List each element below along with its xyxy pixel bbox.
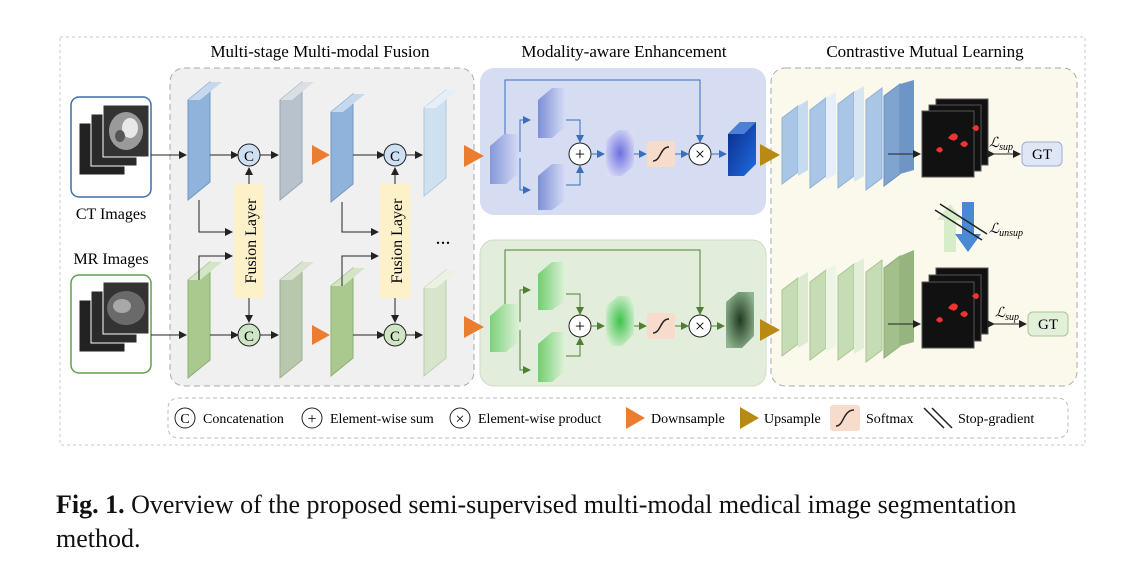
enhance-ct-summed-block	[606, 130, 634, 176]
product-op-mr-label: ×	[695, 316, 705, 336]
mr-image-stack	[70, 274, 152, 374]
softmax-icon	[835, 409, 855, 427]
enhance-mr-input-block	[490, 304, 520, 352]
sup-loss-top-label: ℒsup	[989, 136, 1013, 153]
gt-box-bottom	[1027, 311, 1069, 337]
legend-concat-symbol: C	[180, 412, 189, 427]
mr-segmentation-output	[921, 267, 989, 349]
legend-stop-gradient-label: Stop-gradient	[958, 412, 1034, 427]
mr-decoder-stack	[781, 250, 914, 363]
upsample-mr	[760, 319, 780, 341]
overview-diagram: Multi-stage Multi-modal Fusion Modality-…	[59, 36, 1086, 446]
downsample-ct-1	[312, 145, 330, 165]
unsup-loss-label: ℒunsup	[989, 222, 1023, 239]
enhance-ct-output-block	[728, 122, 756, 176]
upsample-ct	[760, 144, 780, 166]
section-title-enhancement: Modality-aware Enhancement	[521, 42, 727, 61]
figure-caption: Fig. 1. Overview of the proposed semi-su…	[56, 488, 1096, 556]
enhance-mr-branch-top	[538, 262, 566, 310]
softmax-ct-icon	[652, 146, 670, 162]
downsample-mr-1	[312, 325, 330, 345]
stop-gradient-arrows	[934, 202, 988, 252]
enhance-ct-branch-top	[538, 88, 566, 138]
caption-label: Fig. 1.	[56, 490, 125, 519]
legend-sum-symbol: +	[307, 411, 316, 428]
gt-bottom-label: GT	[1038, 317, 1058, 333]
ct-decoder-stack	[781, 80, 914, 191]
ct-feature-block-2	[330, 92, 365, 204]
legend-softmax-label: Softmax	[866, 412, 913, 427]
mr-feature-block-1	[187, 260, 222, 380]
legend-upsample-label: Upsample	[764, 412, 821, 427]
fusion-layer-2-label: Fusion Layer	[389, 198, 406, 284]
ct-images-label: CT Images	[76, 206, 146, 223]
ct-feature-block-1	[187, 80, 222, 202]
sum-op-ct-label: +	[575, 144, 585, 164]
sup-loss-bottom-label: ℒsup	[995, 306, 1019, 323]
caption-text: Overview of the proposed semi-supervised…	[56, 490, 1017, 553]
legend-downsample: Downsample	[626, 407, 725, 429]
legend-product-label: Element-wise product	[478, 412, 601, 427]
more-stages-ellipsis: ...	[436, 227, 451, 249]
ct-fused-block-2	[423, 88, 458, 198]
enhance-mr-output-block	[726, 292, 754, 348]
legend-sum: + Element-wise sum	[301, 407, 434, 429]
legend-concatenation: C Concatenation	[174, 407, 284, 429]
concat-op-mr-2-label: C	[390, 329, 400, 345]
fusion-layer-2	[380, 184, 410, 298]
mr-fused-block-2	[423, 268, 458, 378]
legend-softmax: Softmax	[830, 405, 913, 431]
gt-box-top	[1021, 141, 1063, 167]
sum-op-mr-label: +	[575, 316, 585, 336]
gt-top-label: GT	[1032, 147, 1052, 163]
concat-op-ct-1-label: C	[244, 149, 254, 165]
downsample-mr-2	[464, 316, 484, 338]
mr-fused-block-1	[279, 260, 314, 380]
legend-product: × Element-wise product	[449, 407, 601, 429]
concat-op-mr-1-label: C	[244, 329, 254, 345]
enhance-ct-input-block	[490, 134, 520, 184]
product-op-ct-label: ×	[695, 144, 705, 164]
ct-segmentation-output	[921, 98, 989, 178]
legend-product-symbol: ×	[455, 411, 464, 428]
enhance-mr-branch-bottom	[538, 332, 566, 382]
ct-image-stack	[70, 96, 152, 198]
fusion-layer-1-label: Fusion Layer	[243, 198, 260, 284]
downsample-icon	[626, 407, 645, 429]
section-title-contrastive: Contrastive Mutual Learning	[826, 42, 1024, 61]
legend-sum-label: Element-wise sum	[330, 412, 434, 427]
mr-images-label: MR Images	[73, 251, 148, 268]
fusion-layer-1	[234, 184, 264, 298]
enhance-ct-branch-bottom	[538, 164, 566, 210]
mr-feature-block-2	[330, 266, 365, 378]
ct-fused-block-1	[279, 80, 314, 202]
concat-op-ct-2-label: C	[390, 149, 400, 165]
figure-frame	[59, 36, 1086, 446]
legend-upsample: Upsample	[740, 407, 821, 429]
legend-downsample-label: Downsample	[651, 412, 725, 427]
section-title-fusion: Multi-stage Multi-modal Fusion	[210, 42, 430, 61]
upsample-icon	[740, 407, 759, 429]
enhance-mr-summed-block	[606, 296, 634, 346]
downsample-ct-2	[464, 145, 484, 167]
legend-stop-gradient: Stop-gradient	[923, 407, 1034, 429]
softmax-mr-icon	[652, 318, 670, 334]
legend-concatenation-label: Concatenation	[203, 412, 284, 427]
